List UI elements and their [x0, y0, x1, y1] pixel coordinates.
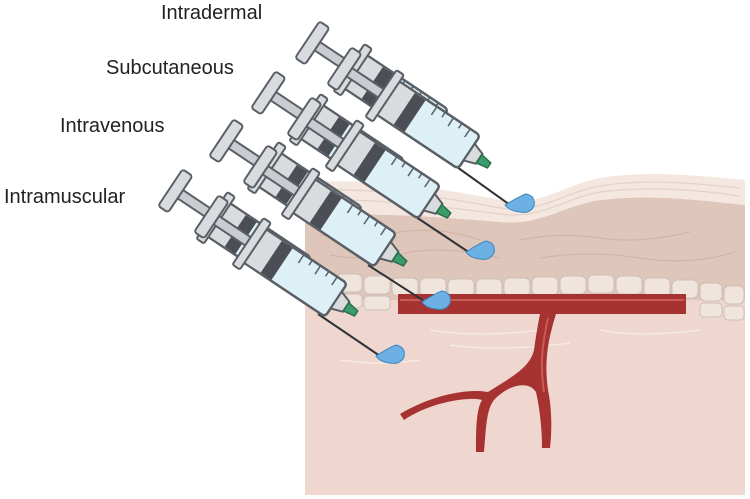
droplet-intramuscular	[375, 344, 405, 364]
needle-intravenous	[367, 264, 428, 304]
droplets	[375, 193, 535, 364]
muscle-fibers	[339, 329, 701, 364]
blood-vessel	[398, 294, 686, 452]
dermis-layer	[305, 197, 745, 300]
label-intradermal: Intradermal	[161, 2, 263, 24]
droplet-intradermal	[504, 193, 535, 213]
needle-intradermal	[449, 161, 511, 206]
needle-subcutaneous	[409, 212, 471, 254]
droplet-subcutaneous	[465, 240, 495, 260]
muscle-layer	[305, 300, 745, 495]
label-subcutaneous: Subcutaneous	[106, 57, 234, 79]
vessel-branch	[400, 314, 556, 452]
droplet-intravenous	[421, 290, 451, 310]
needle-intramuscular	[317, 313, 381, 357]
label-intramuscular: Intramuscular	[4, 186, 126, 208]
label-intravenous: Intravenous	[60, 115, 165, 137]
needles	[317, 161, 511, 357]
